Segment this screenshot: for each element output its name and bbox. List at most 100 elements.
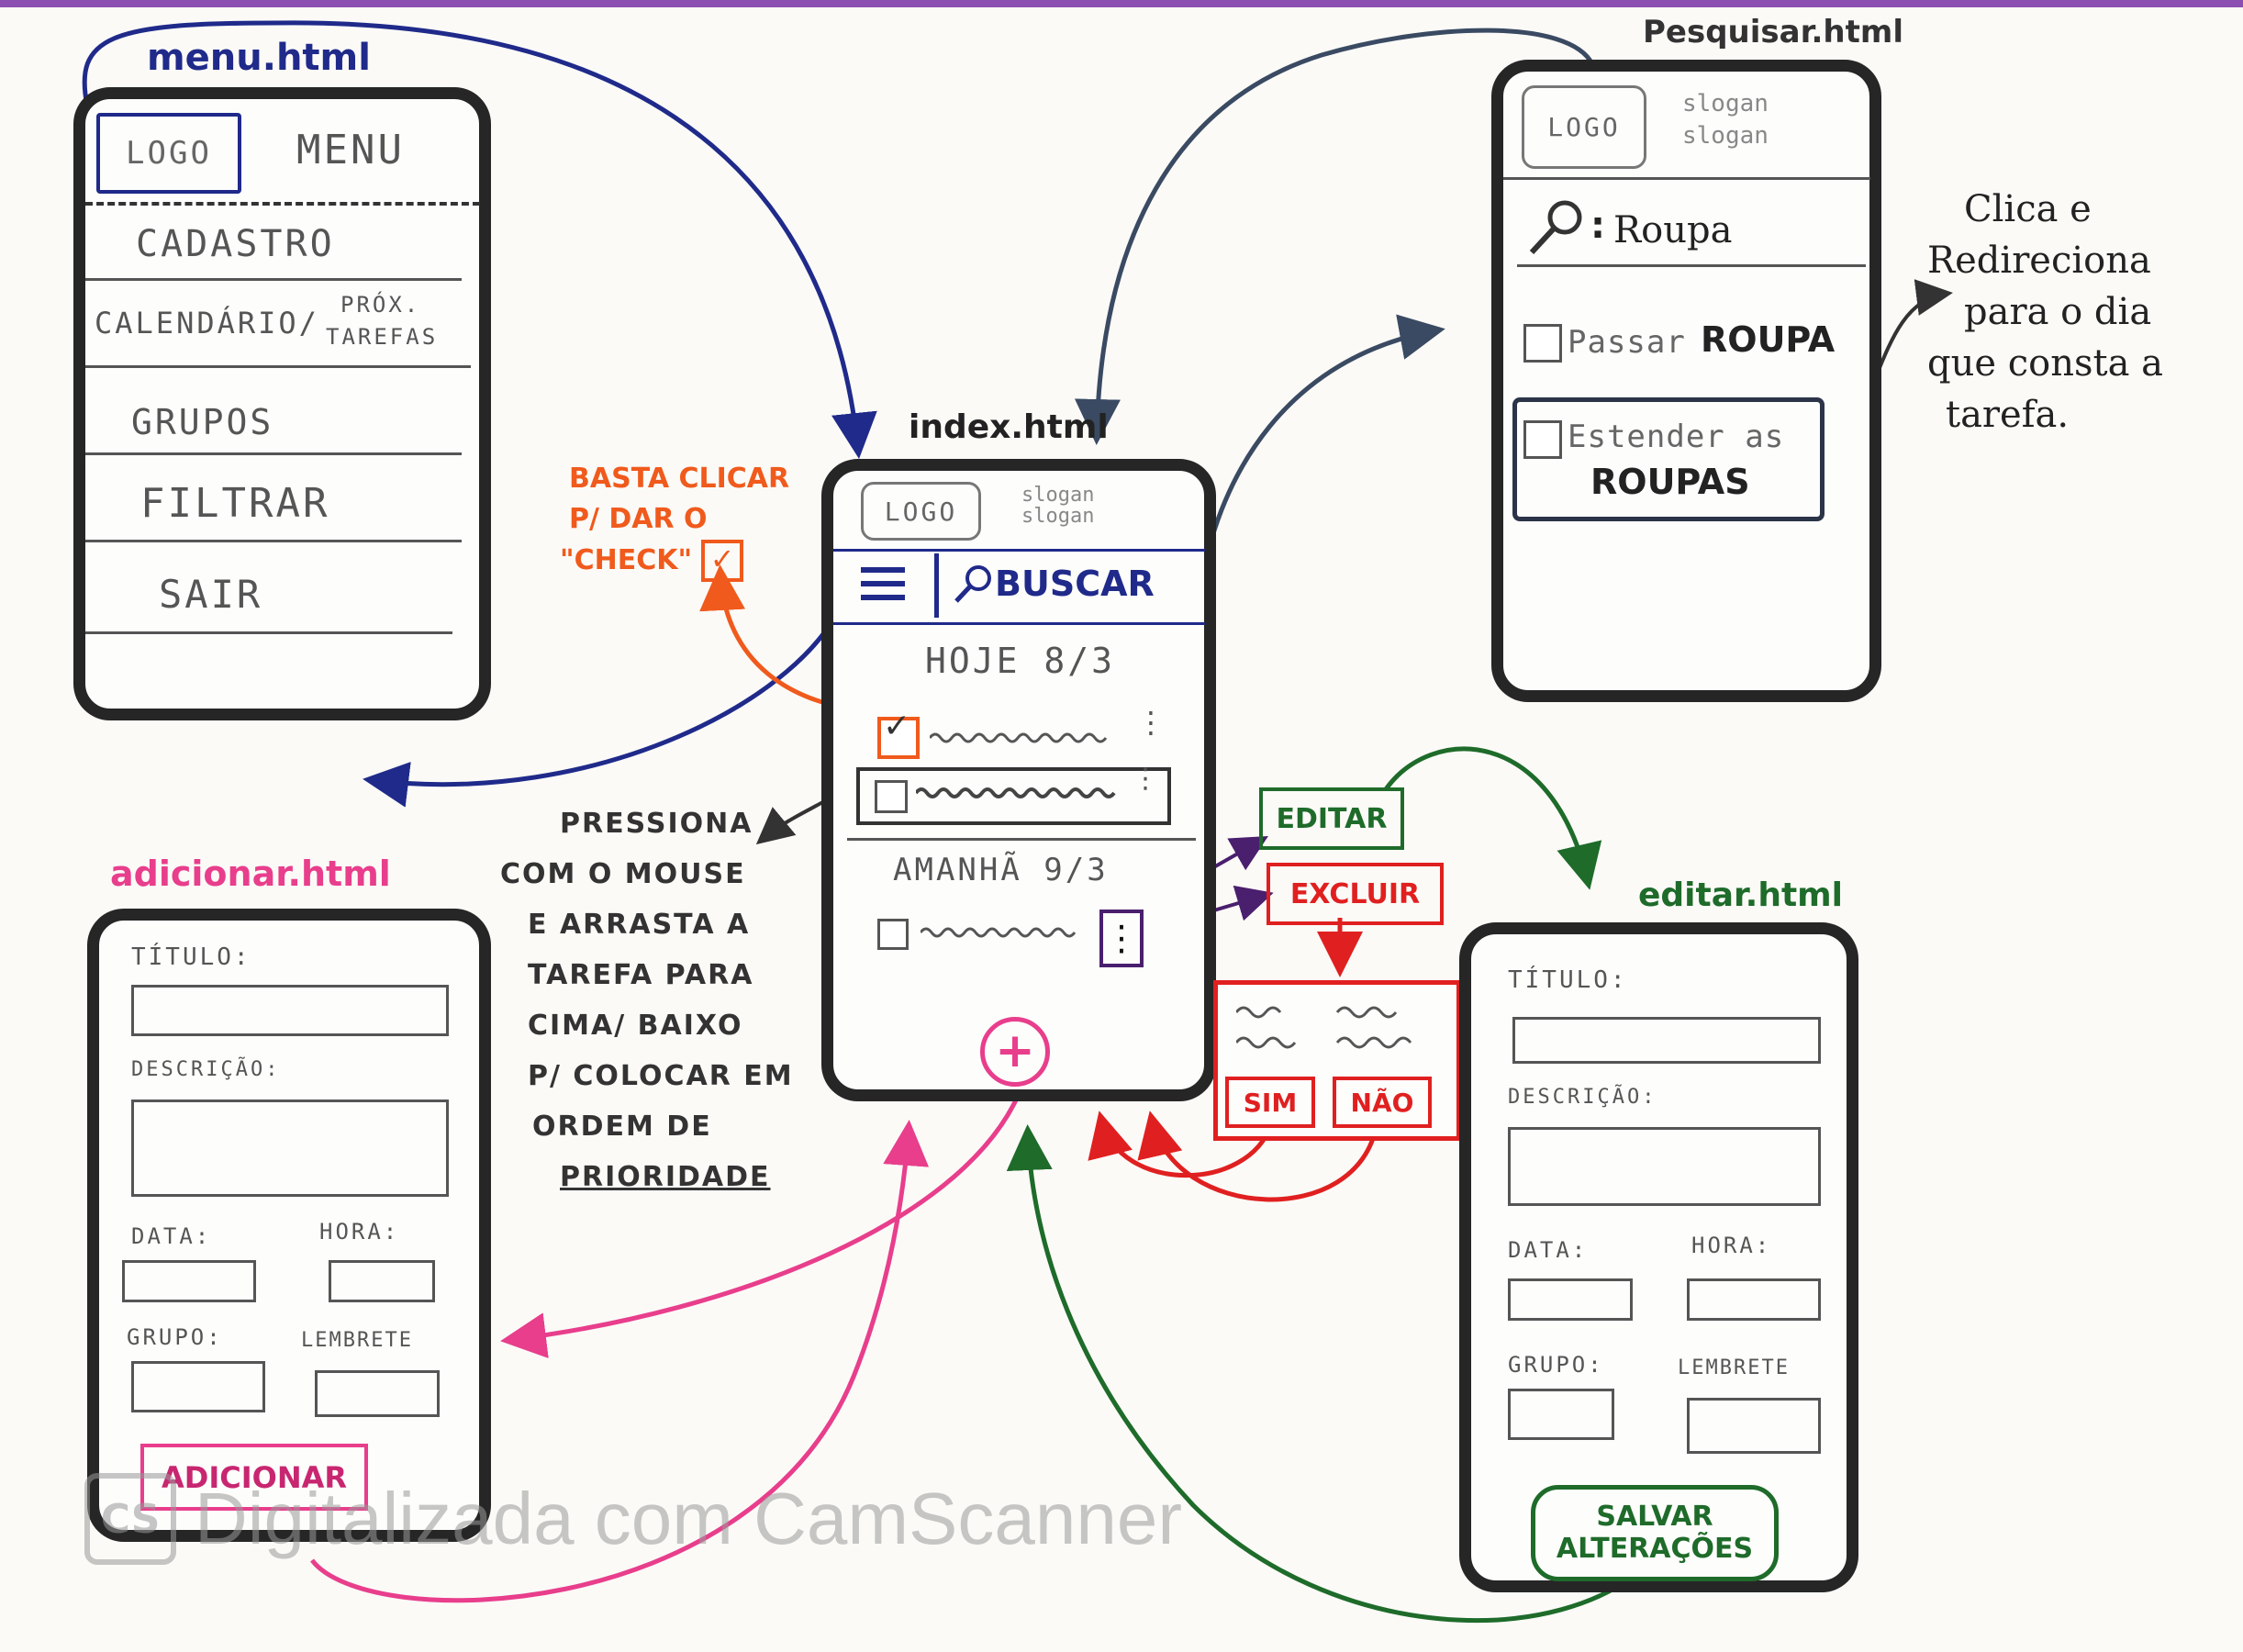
index-toolbar-divider <box>934 553 939 618</box>
task-2-kebab-icon[interactable]: ⋮ <box>1132 763 1159 795</box>
arrow-menu-to-index <box>82 20 877 459</box>
arrow-search-to-index <box>1074 28 1595 445</box>
menu-line <box>85 452 462 455</box>
redirect-note-line: que consta a <box>1927 342 2164 385</box>
delete-action-button[interactable]: EXCLUIR <box>1267 863 1444 925</box>
index-phone: LOGO slogan slogan BUSCAR HOJE 8/3 ✓ ⋮ ⋮… <box>821 459 1216 1101</box>
task-3-kebab-icon[interactable]: ⋮ <box>1099 910 1144 967</box>
add-title-input[interactable] <box>131 985 449 1036</box>
check-note-line: BASTA CLICAR <box>569 463 790 495</box>
add-time-input[interactable] <box>329 1260 435 1302</box>
arrow-yes-to-index <box>1088 1111 1274 1178</box>
edit-title-label: TÍTULO: <box>1508 966 1628 994</box>
edit-date-input[interactable] <box>1508 1278 1633 1321</box>
add-reminder-input[interactable] <box>315 1370 440 1417</box>
add-task-plus-icon[interactable]: + <box>980 1017 1050 1087</box>
edit-reminder-input[interactable] <box>1687 1398 1821 1454</box>
menu-item-cadastro[interactable]: CADASTRO <box>136 223 335 265</box>
add-date-input[interactable] <box>122 1260 256 1302</box>
menu-item-tarefas[interactable]: TAREFAS <box>326 324 439 350</box>
tomorrow-heading: AMANHÃ 9/3 <box>893 852 1109 888</box>
task-1-checkbox[interactable]: ✓ <box>877 708 920 759</box>
add-group-label: GRUPO: <box>127 1324 223 1350</box>
task-3-checkbox[interactable] <box>877 919 909 950</box>
menu-phone: LOGO MENU CADASTRO CALENDÁRIO/ PRÓX. TAR… <box>73 87 491 720</box>
confirm-no-button[interactable]: NÃO <box>1333 1077 1432 1128</box>
add-desc-label: DESCRIÇÃO: <box>131 1058 281 1081</box>
arrow-index-to-search <box>1200 314 1445 579</box>
arrow-index-to-menu <box>363 596 847 808</box>
edit-group-label: GRUPO: <box>1508 1352 1604 1378</box>
add-submit-button[interactable]: ADICIONAR <box>140 1444 368 1511</box>
edit-save-button[interactable]: SALVAR ALTERAÇÕES <box>1531 1485 1779 1581</box>
add-reminder-label: LEMBRETE <box>301 1329 413 1352</box>
task-1-text <box>930 732 1108 743</box>
delete-confirm-dialog: SIM NÃO <box>1213 980 1461 1141</box>
menu-title: MENU <box>296 127 405 173</box>
edit-time-label: HORA: <box>1691 1233 1772 1258</box>
drag-note-line: ORDEM DE <box>532 1111 712 1143</box>
search-result-1-checkbox[interactable] <box>1523 324 1562 363</box>
search-result-2-checkbox[interactable] <box>1523 420 1562 459</box>
index-file-label: index.html <box>909 408 1109 446</box>
edit-desc-label: DESCRIÇÃO: <box>1508 1086 1657 1109</box>
confirm-yes-button[interactable]: SIM <box>1225 1077 1315 1128</box>
redirect-note-line: para o dia <box>1964 291 2152 333</box>
menu-item-prox[interactable]: PRÓX. <box>340 292 421 318</box>
edit-title-input[interactable] <box>1512 1017 1821 1064</box>
menu-line <box>85 631 452 634</box>
top-color-band <box>0 0 2243 7</box>
dialog-message <box>1236 1006 1412 1049</box>
search-result-2-b: ROUPAS <box>1590 462 1750 502</box>
index-toolbar-line <box>833 622 1205 625</box>
search-icon <box>954 565 991 603</box>
menu-divider <box>85 202 480 206</box>
search-query[interactable]: Roupa <box>1613 209 1733 251</box>
arrow-edit-to-page <box>1383 746 1602 890</box>
menu-file-label: menu.html <box>147 37 371 79</box>
task-2-checkbox[interactable] <box>875 780 908 813</box>
check-note: BASTA CLICAR P/ DAR O "CHECK" ✓ <box>560 459 789 582</box>
add-group-input[interactable] <box>131 1361 265 1412</box>
search-result-1-b: ROUPA <box>1701 319 1836 360</box>
add-desc-input[interactable] <box>131 1099 449 1197</box>
add-file-label: adicionar.html <box>110 854 391 894</box>
edit-date-label: DATA: <box>1508 1237 1589 1263</box>
search-phone: LOGO slogan slogan : Roupa Passar ROUPA … <box>1491 60 1881 702</box>
arrow-plus-to-add <box>500 1082 1026 1358</box>
task-1-kebab-icon[interactable]: ⋮ <box>1136 705 1166 740</box>
search-button-label: BUSCAR <box>995 564 1155 604</box>
search-query-separator: : <box>1590 205 1605 247</box>
search-button[interactable]: BUSCAR <box>953 563 1155 605</box>
menu-item-grupos[interactable]: GRUPOS <box>131 402 274 442</box>
index-slogan-1: slogan <box>1021 484 1095 507</box>
task-2-row[interactable] <box>856 767 1171 825</box>
search-query-line <box>1517 264 1866 267</box>
edit-desc-input[interactable] <box>1508 1127 1821 1206</box>
checkbox-checked-icon: ✓ <box>701 540 744 582</box>
menu-item-filtrar[interactable]: FILTRAR <box>140 480 330 527</box>
redirect-note-line: Clica e <box>1964 188 2092 230</box>
drag-note-line: PRIORIDADE <box>560 1161 771 1193</box>
drag-note-line: CIMA/ BAIXO <box>528 1010 743 1042</box>
arrow-add-to-index <box>310 1120 930 1603</box>
drag-note: PRESSIONA COM O MOUSE E ARRASTA A TAREFA… <box>500 798 794 1202</box>
menu-line <box>85 278 462 281</box>
hamburger-menu-icon[interactable] <box>861 567 905 611</box>
edit-time-input[interactable] <box>1687 1278 1821 1321</box>
menu-item-calendario[interactable]: CALENDÁRIO/ <box>95 306 319 340</box>
edit-action-button[interactable]: EDITAR <box>1259 787 1404 850</box>
drag-note-line: E ARRASTA A <box>528 909 751 941</box>
edit-group-input[interactable] <box>1508 1389 1614 1440</box>
search-result-2[interactable] <box>1512 397 1825 521</box>
task-3-text <box>921 927 1077 938</box>
task-2-text <box>916 787 1116 798</box>
check-icon: ✓ <box>883 708 911 745</box>
menu-item-sair[interactable]: SAIR <box>159 572 263 617</box>
search-header-line <box>1503 177 1870 180</box>
edit-save-button-line-1: SALVAR <box>1596 1501 1713 1533</box>
drag-note-line: P/ COLOCAR EM <box>528 1060 794 1092</box>
search-logo: LOGO <box>1522 85 1646 169</box>
camscanner-watermark: CS Digitalizada com CamScanner <box>84 1473 1182 1565</box>
